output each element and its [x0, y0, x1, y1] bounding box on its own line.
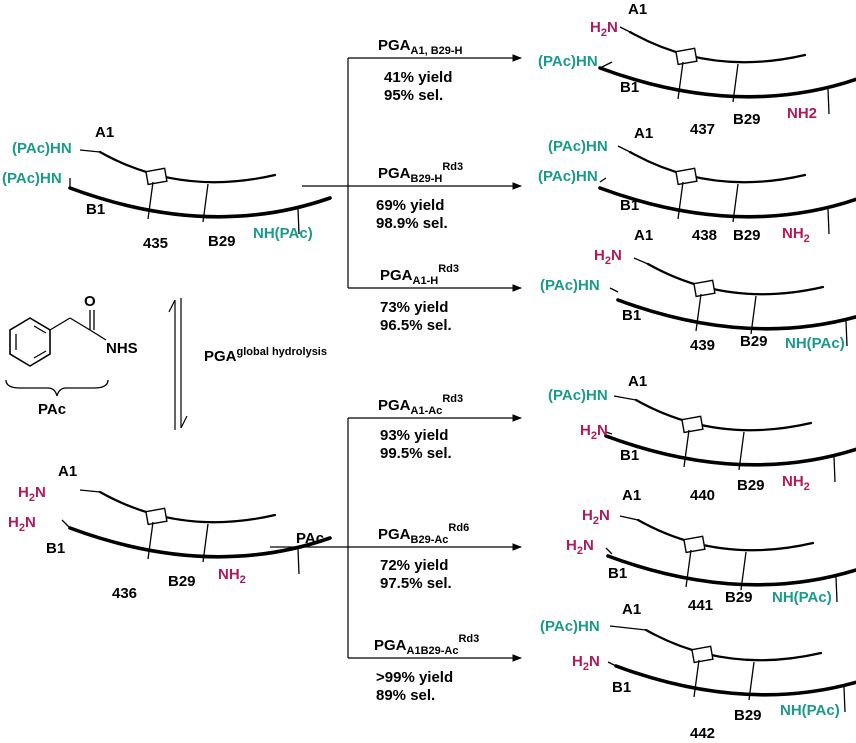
pac-reagent-label: PAc — [296, 530, 324, 547]
svg-text:437: 437 — [690, 121, 715, 138]
svg-text:B1: B1 — [608, 565, 627, 582]
svg-text:PGAA1-AcRd3: PGAA1-AcRd3 — [378, 393, 463, 417]
svg-text:>99% yield: >99% yield — [376, 669, 453, 686]
compound-number: 436 — [112, 585, 137, 602]
compound-440: A1 (PAc)HN H2N B1 B29 NH2 440 — [548, 373, 856, 504]
a-terminus-group: H2N — [18, 484, 46, 504]
svg-text:A1: A1 — [622, 487, 641, 504]
lysine-group: NH(PAc) — [253, 225, 313, 242]
svg-text:89% sel.: 89% sel. — [376, 687, 435, 704]
upper-branch-arrows — [302, 54, 522, 292]
hydrolysis-label: PGAglobal hydrolysis — [204, 346, 327, 365]
compound-435: A1 (PAc)HN (PAc)HN B1 B29 NH(PAc) 435 — [2, 124, 332, 252]
svg-text:B29: B29 — [733, 111, 761, 128]
svg-text:442: 442 — [690, 725, 715, 742]
a-terminus-group: (PAc)HN — [12, 140, 72, 157]
svg-text:PGAB29-HRd3: PGAB29-HRd3 — [378, 161, 463, 185]
svg-text:PGAA1B29-AcRd3: PGAA1B29-AcRd3 — [374, 633, 479, 657]
svg-text:B29: B29 — [734, 707, 762, 724]
svg-text:B1: B1 — [612, 679, 631, 696]
svg-text:NH2: NH2 — [782, 473, 810, 493]
b-chain-label: B1 — [86, 201, 105, 218]
svg-text:69% yield: 69% yield — [376, 197, 444, 214]
condition-441: PGAB29-AcRd6 72% yield 97.5% sel. — [378, 522, 469, 592]
carbonyl-oxygen: O — [84, 293, 96, 310]
svg-text:438: 438 — [692, 227, 717, 244]
svg-text:(PAc)HN: (PAc)HN — [540, 618, 600, 635]
svg-text:H2N: H2N — [580, 422, 608, 442]
svg-text:H2N: H2N — [566, 537, 594, 557]
b29-label: B29 — [208, 233, 236, 250]
lower-branch-arrows: PAc — [270, 414, 522, 662]
svg-text:B29: B29 — [740, 333, 768, 350]
a-chain-label: A1 — [95, 124, 114, 141]
condition-440: PGAA1-AcRd3 93% yield 99.5% sel. — [378, 393, 463, 462]
svg-text:A1: A1 — [634, 227, 653, 244]
svg-text:A1: A1 — [628, 1, 647, 18]
pac-nhs-reagent: O NHS PAc — [5, 293, 138, 418]
compound-441: A1 H2N H2N B1 B29 NH(PAc) 441 — [566, 487, 856, 614]
svg-text:NH(PAc): NH(PAc) — [785, 335, 845, 352]
compound-442: A1 (PAc)HN H2N B1 B29 NH(PAc) 442 — [540, 601, 856, 742]
svg-text:41% yield: 41% yield — [384, 69, 452, 86]
svg-text:(PAc)HN: (PAc)HN — [538, 168, 598, 185]
svg-text:99.5% sel.: 99.5% sel. — [380, 445, 452, 462]
a-chain-label: A1 — [58, 463, 77, 480]
svg-text:72% yield: 72% yield — [380, 557, 448, 574]
compound-438: A1 (PAc)HN (PAc)HN B1 B29 NH2 438 — [538, 125, 856, 245]
svg-text:96.5% sel.: 96.5% sel. — [380, 317, 452, 334]
svg-text:B29: B29 — [737, 477, 765, 494]
b-terminus-group: (PAc)HN — [2, 170, 62, 187]
equilibrium-arrows: PGAglobal hydrolysis — [168, 298, 327, 430]
compound-436: A1 H2N H2N B1 B29 NH2 436 — [8, 463, 332, 602]
svg-text:97.5% sel.: 97.5% sel. — [380, 575, 452, 592]
svg-text:95% sel.: 95% sel. — [384, 87, 443, 104]
svg-text:NH2: NH2 — [787, 105, 817, 122]
b-terminus-group: H2N — [8, 514, 36, 534]
svg-text:NH(PAc): NH(PAc) — [780, 702, 840, 719]
compound-number: 435 — [143, 235, 168, 252]
svg-text:B29: B29 — [733, 227, 761, 244]
svg-text:NH2: NH2 — [782, 225, 810, 245]
compound-437: A1 H2N (PAc)HN B1 B29 NH2 437 — [538, 1, 856, 138]
svg-text:H2N: H2N — [582, 507, 610, 527]
pac-group-label: PAc — [38, 401, 66, 418]
svg-text:(PAc)HN: (PAc)HN — [538, 53, 598, 70]
svg-text:H2N: H2N — [572, 653, 600, 673]
svg-text:(PAc)HN: (PAc)HN — [540, 277, 600, 294]
svg-text:441: 441 — [688, 597, 713, 614]
b29-label: B29 — [168, 573, 196, 590]
svg-text:A1: A1 — [628, 373, 647, 390]
condition-438: PGAB29-HRd3 69% yield 98.9% sel. — [376, 161, 463, 232]
svg-text:93% yield: 93% yield — [380, 427, 448, 444]
svg-text:440: 440 — [690, 487, 715, 504]
svg-text:H2N: H2N — [590, 19, 618, 39]
condition-437: PGAA1, B29-H 41% yield 95% sel. — [378, 37, 463, 104]
svg-text:(PAc)HN: (PAc)HN — [548, 138, 608, 155]
svg-text:A1: A1 — [634, 125, 653, 142]
condition-442: PGAA1B29-AcRd3 >99% yield 89% sel. — [374, 633, 479, 704]
svg-text:B29: B29 — [725, 589, 753, 606]
svg-text:98.9% sel.: 98.9% sel. — [376, 215, 448, 232]
svg-text:NH(PAc): NH(PAc) — [772, 589, 832, 606]
svg-text:B1: B1 — [620, 79, 639, 96]
lysine-group: NH2 — [218, 566, 246, 586]
svg-text:A1: A1 — [622, 601, 641, 618]
svg-text:PGAA1, B29-H: PGAA1, B29-H — [378, 37, 463, 57]
b-chain-label: B1 — [46, 540, 65, 557]
svg-text:439: 439 — [690, 337, 715, 354]
svg-text:B1: B1 — [620, 197, 639, 214]
svg-text:H2N: H2N — [594, 247, 622, 267]
svg-text:B1: B1 — [620, 447, 639, 464]
svg-text:B1: B1 — [622, 307, 641, 324]
svg-text:(PAc)HN: (PAc)HN — [548, 387, 608, 404]
svg-text:PGAA1-HRd3: PGAA1-HRd3 — [380, 263, 459, 287]
condition-439: PGAA1-HRd3 73% yield 96.5% sel. — [380, 263, 459, 334]
compound-439: A1 H2N (PAc)HN B1 B29 NH(PAc) 439 — [540, 227, 856, 354]
svg-text:73% yield: 73% yield — [380, 299, 448, 316]
svg-text:PGAB29-AcRd6: PGAB29-AcRd6 — [378, 522, 469, 546]
nhs-label: NHS — [106, 340, 138, 357]
